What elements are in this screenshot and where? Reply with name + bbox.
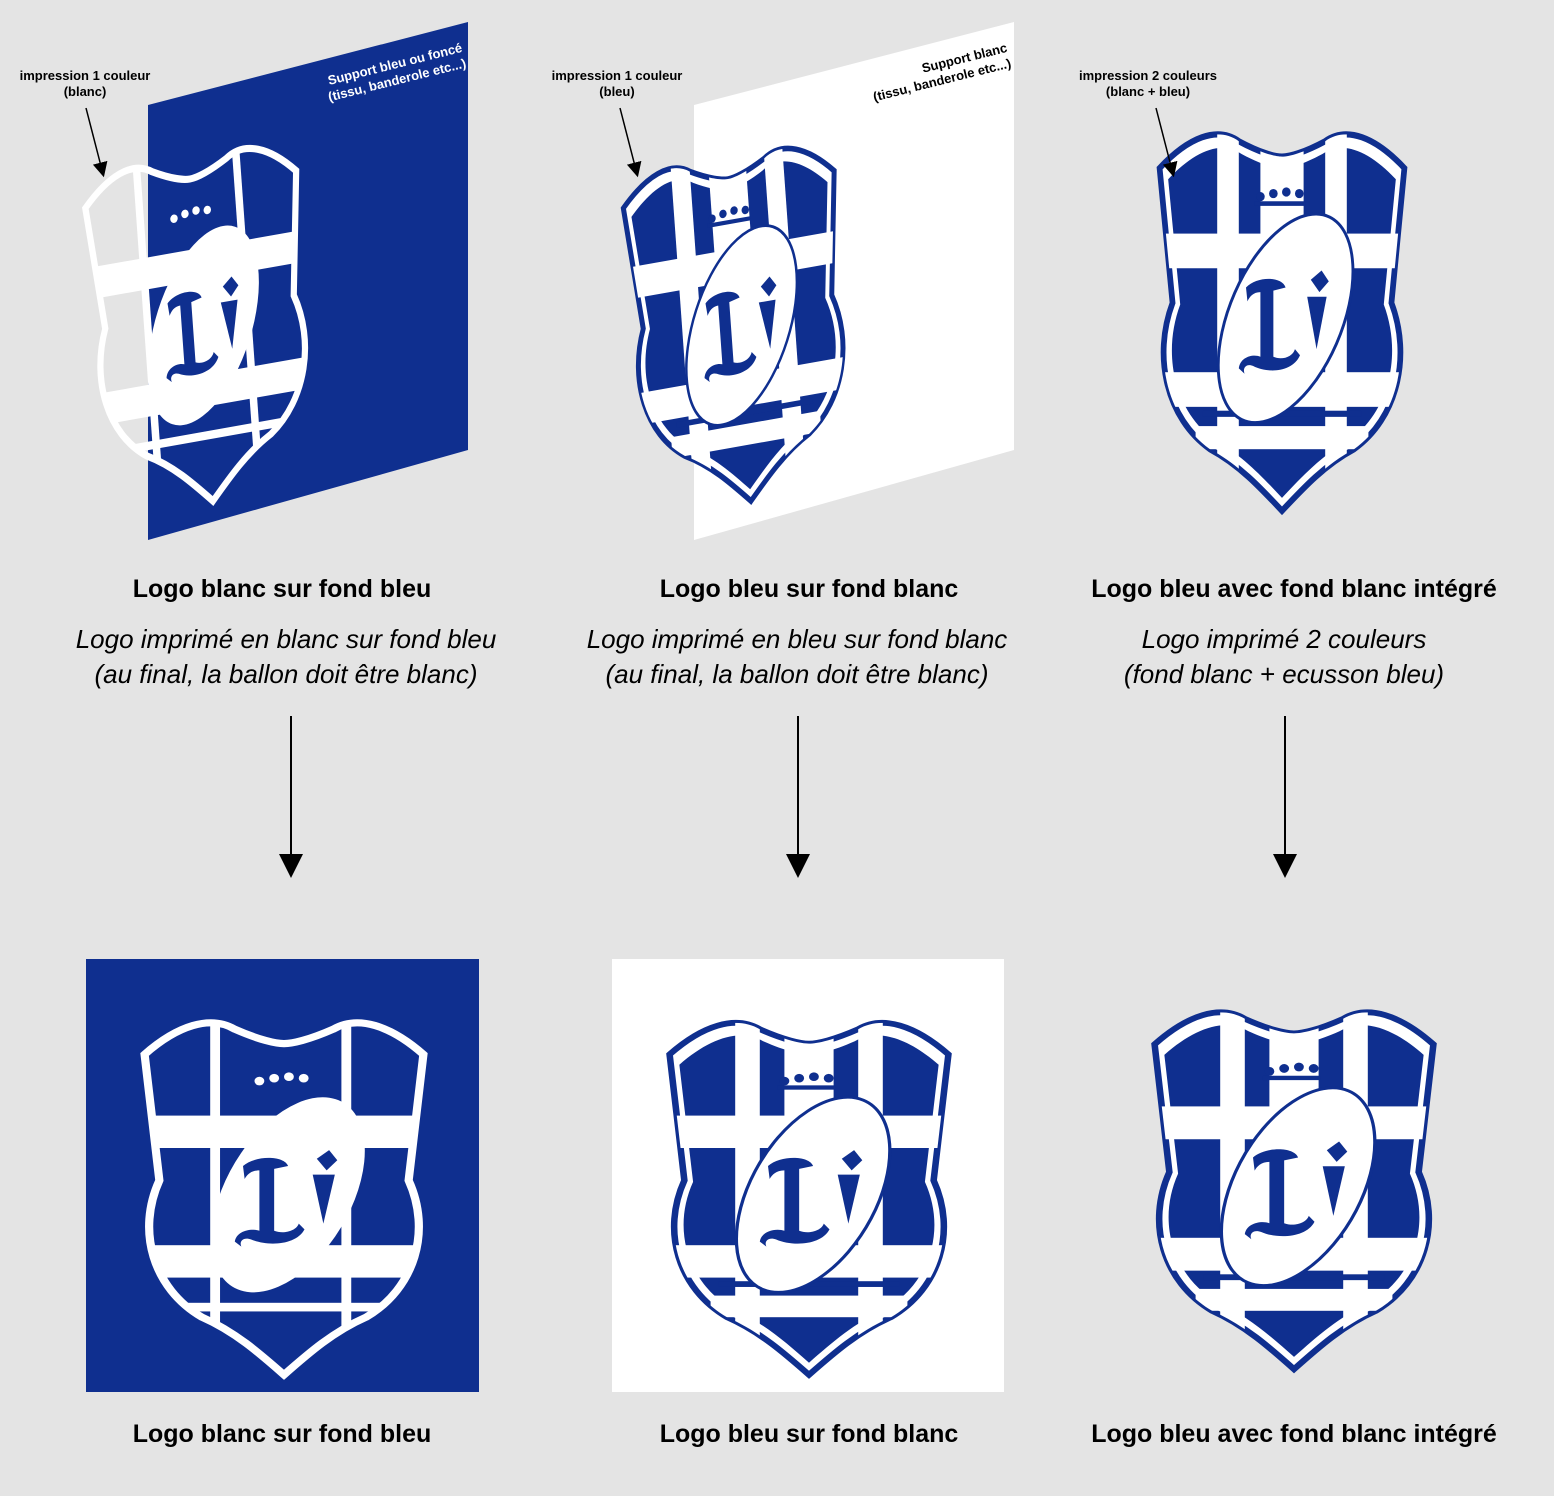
down-arrow-3 bbox=[1273, 716, 1297, 878]
callout-line2: (bleu) bbox=[599, 84, 635, 99]
result-title-white-on-blue: Logo blanc sur fond bleu bbox=[132, 1420, 432, 1448]
column-description-blue-on-white: Logo imprimé en bleu sur fond blanc (au … bbox=[537, 622, 1057, 692]
description-line1: Logo imprimé 2 couleurs bbox=[1141, 624, 1427, 654]
blue-support-panel bbox=[148, 22, 468, 540]
column-title-blue-on-white: Logo bleu sur fond blanc bbox=[659, 575, 959, 603]
down-arrow-2 bbox=[786, 716, 810, 878]
description-line2: (fond blanc + ecusson bleu) bbox=[1123, 659, 1445, 689]
callout-line2: (blanc + bleu) bbox=[1105, 84, 1191, 99]
callout-print-blue: impression 1 couleur (bleu) bbox=[507, 68, 727, 100]
result-white-crest bbox=[120, 986, 450, 1376]
description-line1: Logo imprimé en bleu sur fond blanc bbox=[586, 624, 1008, 654]
callout-arrow bbox=[1155, 107, 1178, 178]
callout-line1: impression 1 couleur bbox=[551, 68, 683, 83]
down-arrow-1 bbox=[279, 716, 303, 878]
column-description-white-on-blue: Logo imprimé en blanc sur fond bleu (au … bbox=[26, 622, 546, 692]
result-title-two-colors: Logo bleu avec fond blanc intégré bbox=[1091, 1420, 1497, 1448]
callout-line1: impression 1 couleur bbox=[19, 68, 151, 83]
result-two-color-crest bbox=[1130, 975, 1460, 1375]
callout-arrow bbox=[619, 107, 642, 178]
callout-line1: impression 2 couleurs bbox=[1079, 68, 1217, 83]
callout-print-white: impression 1 couleur (blanc) bbox=[0, 68, 195, 100]
result-blue-crest bbox=[645, 986, 975, 1376]
column-title-white-on-blue: Logo blanc sur fond bleu bbox=[132, 575, 432, 603]
result-title-blue-on-white: Logo bleu sur fond blanc bbox=[659, 1420, 959, 1448]
column-description-two-colors: Logo imprimé 2 couleurs (fond blanc + ec… bbox=[1024, 622, 1544, 692]
description-line1: Logo imprimé en blanc sur fond bleu bbox=[75, 624, 497, 654]
callout-print-two-colors: impression 2 couleurs (blanc + bleu) bbox=[1038, 68, 1258, 100]
callout-line2: (blanc) bbox=[63, 84, 107, 99]
callout-arrow bbox=[85, 107, 108, 178]
description-line2: (au final, la ballon doit être blanc) bbox=[605, 659, 989, 689]
column-title-two-colors: Logo bleu avec fond blanc intégré bbox=[1091, 575, 1497, 603]
description-line2: (au final, la ballon doit être blanc) bbox=[94, 659, 478, 689]
